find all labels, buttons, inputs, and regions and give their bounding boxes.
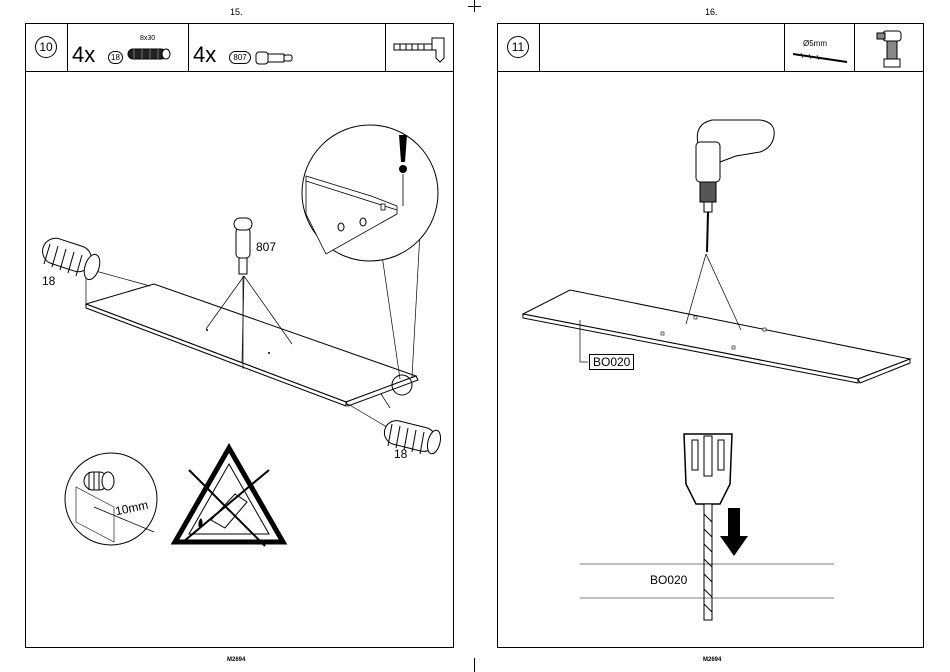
footer-code-right: M2694 xyxy=(703,657,721,663)
cam-bolt-drawing xyxy=(234,218,252,274)
drill-chuck-detail xyxy=(684,434,732,620)
footer-code-left: M2694 xyxy=(227,657,245,663)
callout-dowel-right: 18 xyxy=(394,447,407,461)
instruction-panel-right: 11 Ø5mm xyxy=(497,23,924,648)
detail-panel-label: BO020 xyxy=(650,573,687,587)
crop-mark-bottom xyxy=(474,658,475,672)
instruction-panel-left: 10 4x 18 8x30 4x 807 xyxy=(25,23,454,648)
page-number-right: 16. xyxy=(705,7,718,17)
panel-label-box: BO020 xyxy=(589,354,634,370)
drilling-drawing xyxy=(498,24,925,649)
assembly-drawing-dowels xyxy=(26,24,455,649)
detail-zoom-hole xyxy=(301,124,441,264)
dowel-drawing-right xyxy=(382,418,443,455)
callout-dowel-left: 18 xyxy=(42,274,55,288)
no-glue-warning-icon xyxy=(169,442,289,552)
down-arrow-icon xyxy=(720,508,748,556)
crop-mark-top-h xyxy=(468,6,481,7)
callout-bolt: 807 xyxy=(256,240,276,254)
page-number-left: 15. xyxy=(230,7,243,17)
drill-drawing xyxy=(696,120,774,252)
